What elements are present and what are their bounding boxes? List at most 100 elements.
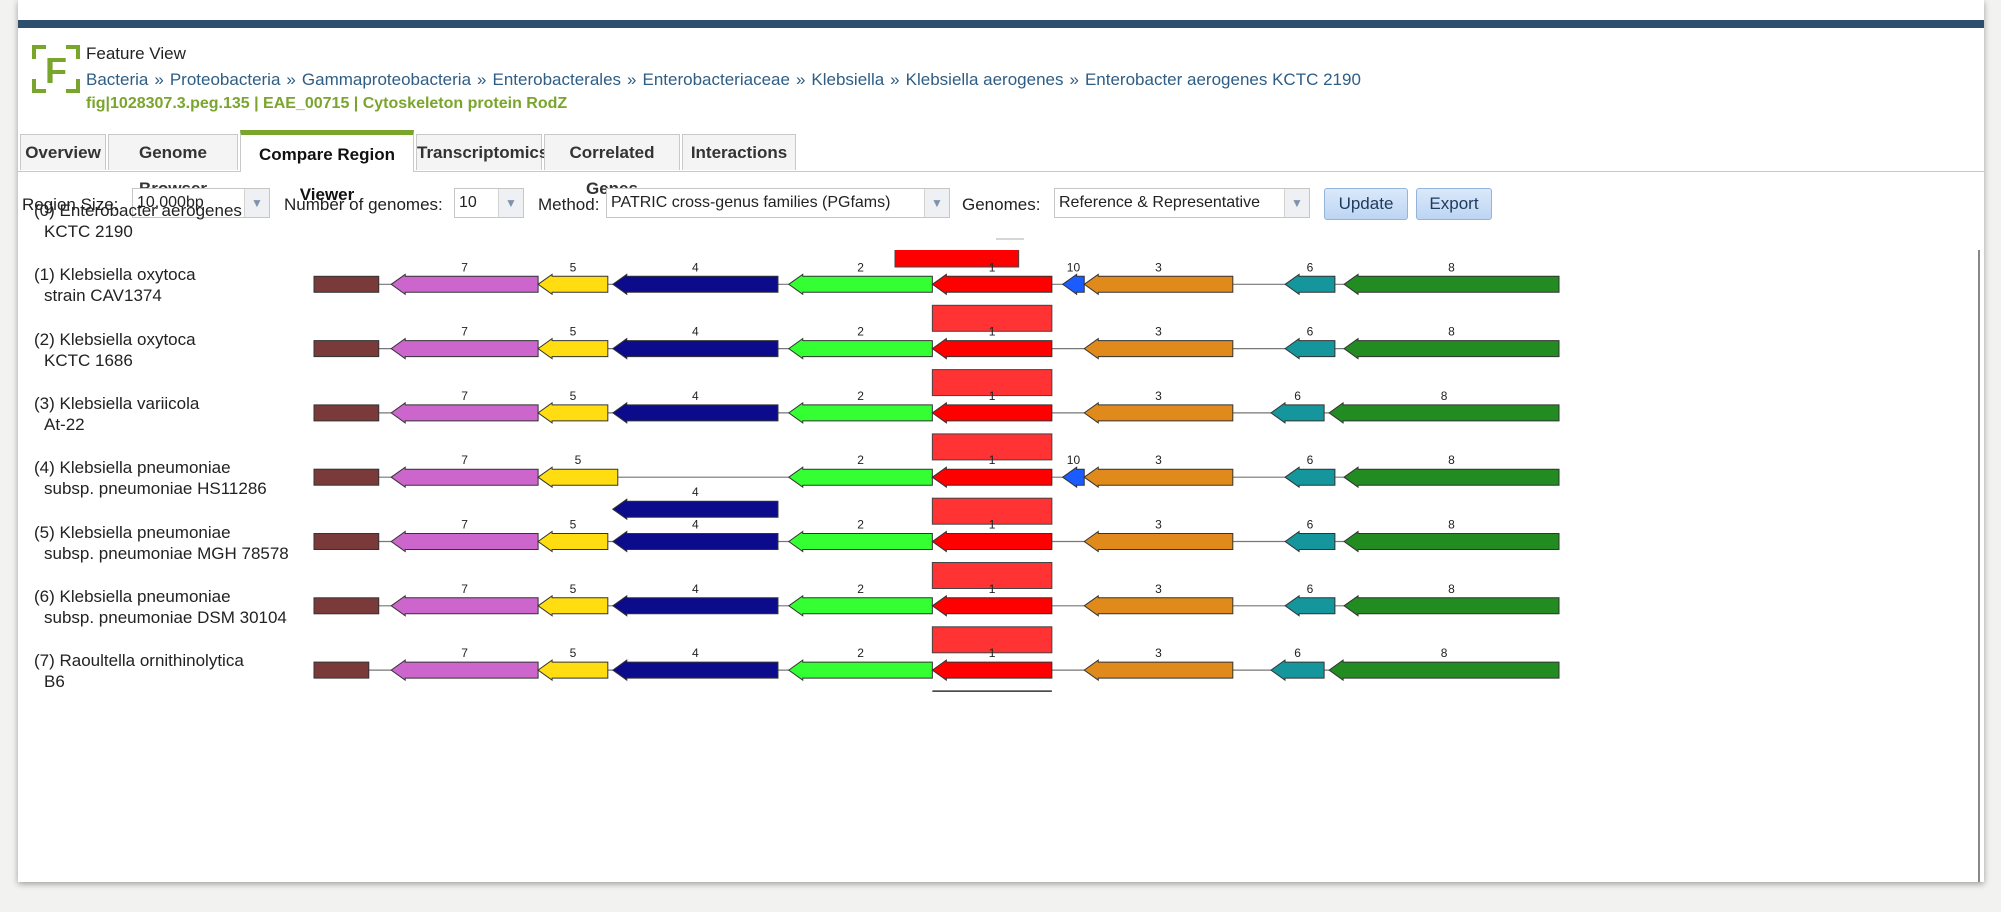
tab-compare-region-viewer[interactable]: Compare Region Viewer <box>240 130 414 204</box>
gene-arrow[interactable] <box>611 530 779 553</box>
num-genomes-select[interactable]: 10 ▼ <box>454 188 524 218</box>
gene-block[interactable] <box>313 275 380 293</box>
gene-arrow[interactable] <box>931 337 1053 360</box>
gene-block[interactable] <box>313 404 380 422</box>
gene-arrow[interactable] <box>787 530 933 553</box>
gene-arrow[interactable] <box>1343 530 1560 553</box>
tab-interactions[interactable]: Interactions <box>682 134 796 170</box>
breadcrumb-link[interactable]: Klebsiella <box>811 70 885 89</box>
breadcrumb-link[interactable]: Bacteria <box>86 70 149 89</box>
breadcrumb-link[interactable]: Enterobacteriaceae <box>642 70 790 89</box>
gene-block[interactable] <box>313 533 380 550</box>
gene-arrow[interactable] <box>537 466 619 489</box>
gene-arrow[interactable] <box>611 337 779 360</box>
gene-arrow[interactable] <box>390 466 539 489</box>
tab-overview[interactable]: Overview <box>20 134 106 170</box>
gene-arrow[interactable] <box>1284 337 1336 360</box>
gene-arrow[interactable] <box>611 401 779 424</box>
gene-arrow[interactable] <box>390 530 539 553</box>
gene-arrow[interactable] <box>1343 273 1560 296</box>
breadcrumb-link[interactable]: Klebsiella aerogenes <box>905 70 1064 89</box>
region-size-select[interactable]: 10,000bp ▼ <box>132 188 270 218</box>
focus-gene-bar[interactable] <box>931 626 1053 654</box>
gene-arrow[interactable] <box>787 466 933 489</box>
gene-number-label: 1 <box>989 325 996 339</box>
gene-arrow[interactable] <box>931 659 1053 682</box>
genome-strain: subsp. pneumoniae MGH 78578 <box>44 543 289 563</box>
compare-region-svg[interactable]: 7542136875421103687542136875421368752110… <box>18 250 1984 882</box>
gene-arrow[interactable] <box>390 337 539 360</box>
panel-splitter[interactable] <box>996 238 1024 240</box>
gene-arrow[interactable] <box>611 594 779 617</box>
gene-arrow[interactable] <box>390 659 539 682</box>
tab-genome-browser[interactable]: Genome Browser <box>108 134 238 198</box>
gene-arrow[interactable] <box>1284 466 1336 489</box>
gene-arrow[interactable] <box>1284 273 1336 296</box>
gene-arrow[interactable] <box>611 273 779 296</box>
gene-arrow[interactable] <box>1083 401 1234 424</box>
gene-arrow[interactable] <box>1083 594 1234 617</box>
gene-block[interactable] <box>313 597 380 615</box>
genomes-select[interactable]: Reference & Representative ▼ <box>1054 188 1310 218</box>
breadcrumb-link[interactable]: Gammaproteobacteria <box>301 70 472 89</box>
update-button[interactable]: Update <box>1324 188 1408 220</box>
focus-gene-bar[interactable] <box>931 304 1053 332</box>
focus-gene-bar[interactable] <box>931 562 1053 589</box>
gene-block[interactable] <box>313 661 370 679</box>
gene-arrow[interactable] <box>390 273 539 296</box>
gene-arrow[interactable] <box>537 594 609 617</box>
method-select[interactable]: PATRIC cross-genus families (PGfams) ▼ <box>606 188 950 218</box>
gene-arrow[interactable] <box>390 594 539 617</box>
gene-arrow[interactable] <box>931 594 1053 617</box>
gene-arrow[interactable] <box>1343 466 1560 489</box>
focus-gene-bar[interactable] <box>931 433 1053 461</box>
gene-arrow[interactable] <box>1083 337 1234 360</box>
gene-arrow[interactable] <box>787 273 933 296</box>
gene-arrow[interactable] <box>787 401 933 424</box>
gene-arrow[interactable] <box>1284 530 1336 553</box>
breadcrumb-link[interactable]: Enterobacter aerogenes KCTC 2190 <box>1084 70 1361 89</box>
gene-block[interactable] <box>313 340 380 358</box>
gene-arrow[interactable] <box>1328 659 1560 682</box>
breadcrumb: Bacteria»Proteobacteria»Gammaproteobacte… <box>86 70 1361 90</box>
breadcrumb-link[interactable]: Enterobacterales <box>492 70 622 89</box>
gene-arrow[interactable] <box>931 466 1053 489</box>
gene-arrow[interactable] <box>611 659 779 682</box>
gene-arrow[interactable] <box>1083 273 1234 296</box>
gene-arrow[interactable] <box>537 273 609 296</box>
gene-arrow[interactable] <box>1061 273 1085 296</box>
gene-arrow[interactable] <box>1343 594 1560 617</box>
gene-block[interactable] <box>313 468 380 486</box>
gene-arrow[interactable] <box>1083 530 1234 553</box>
gene-arrow[interactable] <box>537 530 609 553</box>
breadcrumb-link[interactable]: Proteobacteria <box>169 70 281 89</box>
focus-gene-bar[interactable] <box>931 497 1053 525</box>
gene-arrow[interactable] <box>1270 659 1325 682</box>
gene-arrow[interactable] <box>931 273 1053 296</box>
gene-arrow[interactable] <box>611 498 779 521</box>
gene-arrow[interactable] <box>1083 659 1234 682</box>
gene-arrow[interactable] <box>1061 466 1085 489</box>
tab-transcriptomics[interactable]: Transcriptomics <box>416 134 548 170</box>
export-button[interactable]: Export <box>1416 188 1492 220</box>
focus-gene-bar[interactable] <box>931 369 1053 397</box>
gene-arrow[interactable] <box>931 401 1053 424</box>
gene-number-label: 3 <box>1155 260 1162 274</box>
gene-arrow[interactable] <box>1270 401 1325 424</box>
gene-arrow[interactable] <box>787 337 933 360</box>
gene-arrow[interactable] <box>787 594 933 617</box>
gene-arrow[interactable] <box>537 401 609 424</box>
viewer-scrollbar[interactable] <box>1978 250 1980 882</box>
gene-arrow[interactable] <box>787 659 933 682</box>
gene-arrow[interactable] <box>1284 594 1336 617</box>
tab-correlated-genes[interactable]: Correlated Genes <box>544 134 680 198</box>
gene-arrow[interactable] <box>1083 466 1234 489</box>
gene-arrow[interactable] <box>390 401 539 424</box>
gene-arrow[interactable] <box>1343 337 1560 360</box>
focus-gene-bar[interactable] <box>894 250 1020 268</box>
gene-arrow[interactable] <box>931 530 1053 553</box>
gene-arrow[interactable] <box>537 337 609 360</box>
gene-arrow[interactable] <box>1328 401 1560 424</box>
gene-arrow[interactable] <box>537 659 609 682</box>
